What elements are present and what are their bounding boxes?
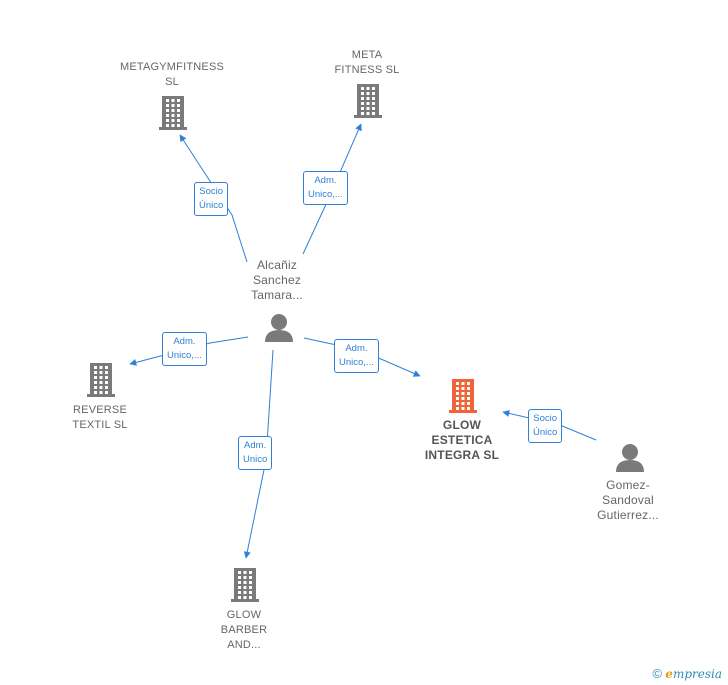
building-icon[interactable] — [449, 379, 477, 413]
node-label-glow-estetica[interactable]: GLOW ESTETICA INTEGRA SL — [425, 418, 499, 463]
node-label-metagymfitness[interactable]: METAGYMFITNESS SL — [120, 60, 224, 90]
relation-line: Adm. — [244, 440, 267, 451]
building-icon[interactable] — [354, 84, 382, 118]
label-line: Tamara... — [251, 288, 303, 302]
label-line: FITNESS SL — [334, 64, 400, 76]
relation-label[interactable]: Adm. Unico,... — [334, 339, 379, 373]
relation-line: Unico,... — [167, 350, 202, 361]
node-label-glow-barber[interactable]: GLOW BARBER AND... — [221, 608, 267, 653]
copyright-symbol: © — [652, 666, 662, 681]
logo-text: mpresia — [672, 667, 722, 681]
building-icon[interactable] — [231, 568, 259, 602]
empresia-logo: © empresia — [652, 666, 722, 681]
logo-e: e — [665, 667, 673, 681]
relation-label[interactable]: Adm. Unico — [238, 436, 273, 470]
relation-label[interactable]: Adm. Unico,... — [303, 171, 348, 205]
label-line: ESTETICA — [431, 433, 493, 447]
person-icon[interactable] — [616, 444, 644, 472]
person-icon[interactable] — [265, 314, 293, 342]
label-line: REVERSE — [73, 404, 127, 416]
label-line: Gutierrez... — [597, 508, 659, 522]
relation-edge — [129, 336, 249, 366]
relation-label[interactable]: Socio Único — [194, 182, 229, 216]
label-line: Gomez- — [606, 478, 650, 492]
label-line: BARBER — [220, 624, 268, 636]
relation-line: Socio — [533, 413, 558, 424]
node-label-alcaniz[interactable]: Alcañiz Sanchez Tamara... — [251, 258, 303, 303]
label-line: META — [351, 49, 383, 61]
relation-label[interactable]: Adm. Unico,... — [162, 332, 207, 366]
relation-line: Adm. — [345, 343, 368, 354]
label-line: METAGYMFITNESS — [119, 61, 225, 73]
relation-line: Adm. — [173, 336, 196, 347]
building-icon[interactable] — [87, 363, 115, 397]
label-line: Alcañiz — [256, 258, 298, 272]
label-line: INTEGRA SL — [424, 448, 500, 462]
relation-line: Unico,... — [308, 189, 343, 200]
label-line: GLOW — [226, 609, 262, 621]
relation-line: Adm. — [314, 175, 337, 186]
label-line: GLOW — [442, 418, 482, 432]
building-icon[interactable] — [159, 96, 187, 130]
relation-line: Único — [199, 200, 224, 211]
node-label-gomez[interactable]: Gomez- Sandoval Gutierrez... — [597, 478, 659, 523]
relation-label[interactable]: Socio Único — [528, 409, 563, 443]
relation-line: Socio — [199, 186, 224, 197]
relation-line: Unico — [243, 454, 268, 465]
node-label-reverse-textil[interactable]: REVERSE TEXTIL SL — [72, 403, 127, 433]
label-line: SL — [165, 76, 179, 88]
label-line: Sanchez — [252, 273, 302, 287]
label-line: TEXTIL SL — [72, 419, 128, 431]
relation-line: Unico,... — [339, 357, 374, 368]
label-line: Sandoval — [602, 493, 654, 507]
relation-edge — [179, 134, 248, 263]
relation-line: Único — [533, 427, 558, 438]
node-label-meta-fitness[interactable]: META FITNESS SL — [335, 48, 400, 78]
label-line: AND... — [227, 639, 261, 651]
